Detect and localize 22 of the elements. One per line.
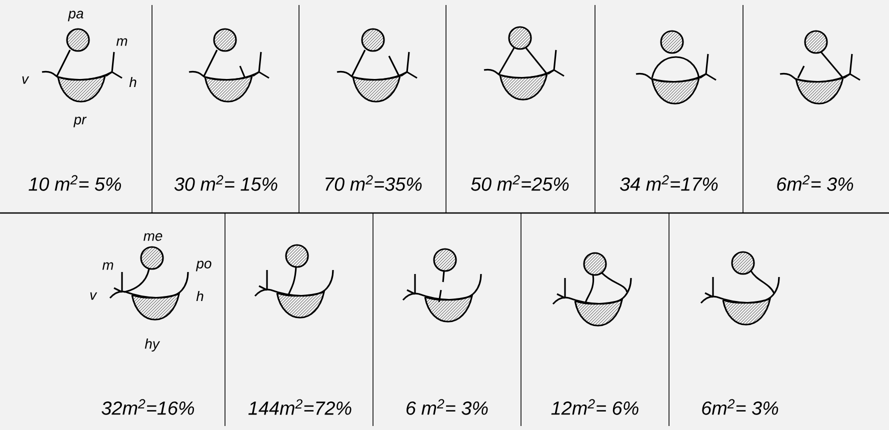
area-caption: 6 m$^{2}$= 3%	[406, 399, 488, 415]
part-label: h	[129, 76, 136, 88]
part-label: me	[144, 233, 162, 241]
area-caption: 34 m$^{2}$=17%	[620, 175, 718, 191]
part-label: m	[102, 262, 114, 270]
part-label: v	[22, 76, 30, 84]
part-label: pa	[68, 10, 84, 22]
area-caption: 70 m$^{2}$=35%	[326, 175, 422, 191]
area-caption: 30 m$^{2}$= 15%	[174, 175, 278, 191]
part-label: pr	[73, 116, 87, 128]
area-caption: 6m$^{2}$= 3%	[777, 175, 854, 191]
area-caption: 6m$^{2}$= 3%	[702, 399, 778, 415]
area-caption: 10 m$^{2}$= 5%	[28, 175, 121, 191]
area-caption: 144m$^{2}$=72%	[248, 399, 352, 415]
part-label: h	[196, 290, 204, 302]
part-label: m	[116, 38, 128, 46]
part-label: v	[90, 292, 98, 300]
area-caption: 12m$^{2}$= 6%	[551, 399, 638, 415]
area-caption: 50 m$^{2}$=25%	[470, 175, 569, 191]
part-label: hy	[144, 338, 160, 352]
part-label: po	[196, 260, 212, 272]
area-caption: 32m$^{2}$=16%	[102, 399, 194, 415]
